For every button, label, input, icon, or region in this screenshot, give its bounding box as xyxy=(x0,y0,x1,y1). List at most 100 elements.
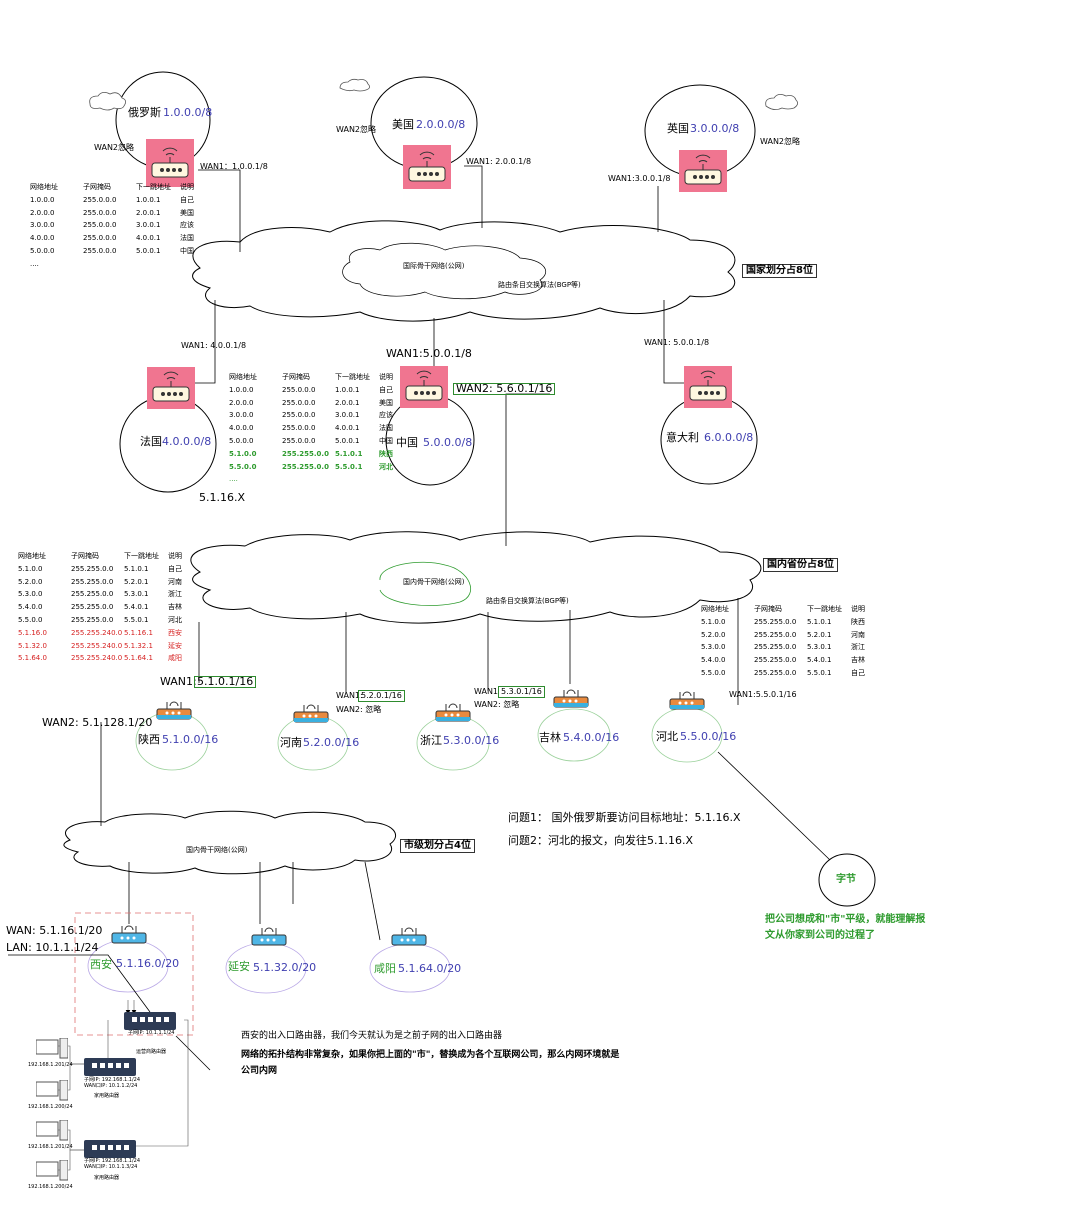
question-1: 问题1： 国外俄罗斯要访问目标地址：5.1.16.X xyxy=(508,811,741,824)
shaanxi-wan1-box: 5.1.0.1/16 xyxy=(194,676,257,688)
domestic-badge: 国内省份占8位 xyxy=(763,558,838,572)
city-xian-name: 西安 xyxy=(90,958,112,971)
city-badge: 市级划分占4位 xyxy=(400,839,475,853)
mini-cloud-uk xyxy=(765,94,798,110)
city-yanan-name: 延安 xyxy=(228,960,250,973)
xian-lan: LAN: 10.1.1.1/24 xyxy=(6,941,99,954)
france-wan1: WAN1: 4.0.0.1/8 xyxy=(181,341,247,350)
country-uk-net: 3.0.0.0/8 xyxy=(690,122,740,135)
pc3-ip: 192.168.1.201/24 xyxy=(28,1144,73,1150)
r1-wan-ip: WAN口IP: 10.1.1.2/24 xyxy=(84,1083,138,1089)
r2-wan-ip: WAN口IP: 10.1.1.3/24 xyxy=(84,1164,138,1170)
pc-3-icon xyxy=(35,1119,69,1146)
router-zhejiang-icon xyxy=(434,702,472,728)
zhejiang-wan2: WAN2: 忽略 xyxy=(474,700,520,709)
hebei-wan1: WAN1:5.5.0.1/16 xyxy=(729,690,797,699)
router-italy-icon xyxy=(684,366,732,408)
province-zhejiang-net: 5.3.0.0/16 xyxy=(443,734,500,747)
city-backbone-cloud xyxy=(63,810,396,875)
router-china-icon xyxy=(400,366,448,408)
pc4-ip: 192.168.1.200/24 xyxy=(28,1184,73,1190)
city-xianyang-name: 咸阳 xyxy=(374,962,396,975)
router-jilin-icon xyxy=(552,688,590,714)
switch-lan-ip: 子网IP: 10.1.1.1/24 xyxy=(128,1030,175,1036)
switch-name: 运营商路由器 xyxy=(136,1049,167,1055)
intl-bgp-label: 路由条目交换算法(BGP等) xyxy=(498,281,581,289)
russia-wan2: WAN2忽略 xyxy=(94,143,135,152)
country-france-net: 4.0.0.0/8 xyxy=(162,435,212,448)
uk-wan1: WAN1:3.0.0.1/8 xyxy=(608,174,671,183)
province-henan-net: 5.2.0.0/16 xyxy=(303,736,360,749)
city-cloud-label: 国内骨干网络(公网) xyxy=(186,846,248,854)
router-xian-icon xyxy=(110,924,148,950)
henan-wan2: WAN2: 忽略 xyxy=(336,705,382,714)
explain-line2: 网络的拓扑结构非常复杂，如果你把上面的"市"，替换成为各个互联网公司，那么内网环… xyxy=(241,1050,620,1076)
country-uk-name: 英国 xyxy=(667,122,689,135)
intl-inner-cloud xyxy=(342,242,546,300)
country-usa-name: 美国 xyxy=(392,118,414,131)
country-russia-name: 俄罗斯 xyxy=(128,106,161,119)
router-russia-icon xyxy=(146,139,194,187)
province-shaanxi-net: 5.1.0.0/16 xyxy=(162,733,219,746)
country-china-name: 中国 xyxy=(396,436,418,449)
domestic-backbone-cloud xyxy=(190,531,762,624)
city-yanan-net: 5.1.32.0/20 xyxy=(253,961,317,974)
router-hebei-icon xyxy=(668,690,706,716)
question-2: 问题2：河北的报文，向发往5.1.16.X xyxy=(508,834,694,847)
province-jilin-name: 吉林 xyxy=(539,731,561,744)
shaanxi-wan1-label: WAN1: xyxy=(160,675,197,688)
r1-name: 家用路由器 xyxy=(94,1093,120,1099)
province-jilin-net: 5.4.0.0/16 xyxy=(563,731,620,744)
uk-wan2: WAN2忽略 xyxy=(760,137,801,146)
r1-sub-ip: 子网IP: 192.168.1.1/24 xyxy=(84,1077,141,1083)
usa-wan2: WAN2忽略 xyxy=(336,125,377,134)
table-row: .... xyxy=(30,259,39,268)
r2-sub-ip: 子网IP: 192.168.1.1/24 xyxy=(84,1158,141,1164)
province-henan-name: 河南 xyxy=(280,736,302,749)
china-wan2: WAN2: 5.6.0.1/16 xyxy=(453,383,556,395)
intl-cloud-label: 国际骨干网络(公网) xyxy=(403,262,465,270)
explain-line1: 西安的出入口路由器，我们今天就认为是之前子网的出入口路由器 xyxy=(241,1031,503,1041)
province-hebei-net: 5.5.0.0/16 xyxy=(680,730,737,743)
shaanxi-wan2: WAN2: 5.1.128.1/20 xyxy=(42,716,153,729)
province-shaanxi-name: 陕西 xyxy=(138,733,160,746)
zhejiang-wan1-label: WAN1 xyxy=(474,687,499,696)
bytedance-label: 字节 xyxy=(836,874,856,885)
table-row: .... xyxy=(229,475,238,484)
henan-wan1-box: 5.2.0.1/16 xyxy=(358,690,405,702)
router-henan-icon xyxy=(292,703,330,729)
intl-badge: 国家划分占8位 xyxy=(742,264,817,278)
province-hebei-name: 河北 xyxy=(656,730,678,743)
domestic-bgp-label: 路由条目交换算法(BGP等) xyxy=(486,597,569,605)
note-5116x: 5.1.16.X xyxy=(199,491,246,504)
r2-name: 家用路由器 xyxy=(94,1175,120,1181)
router-shaanxi-icon xyxy=(155,700,193,726)
router-france-icon xyxy=(147,367,195,409)
country-italy-name: 意大利 xyxy=(666,431,699,444)
country-italy-net: 6.0.0.0/8 xyxy=(704,431,754,444)
home-router-1-icon xyxy=(84,1058,136,1080)
